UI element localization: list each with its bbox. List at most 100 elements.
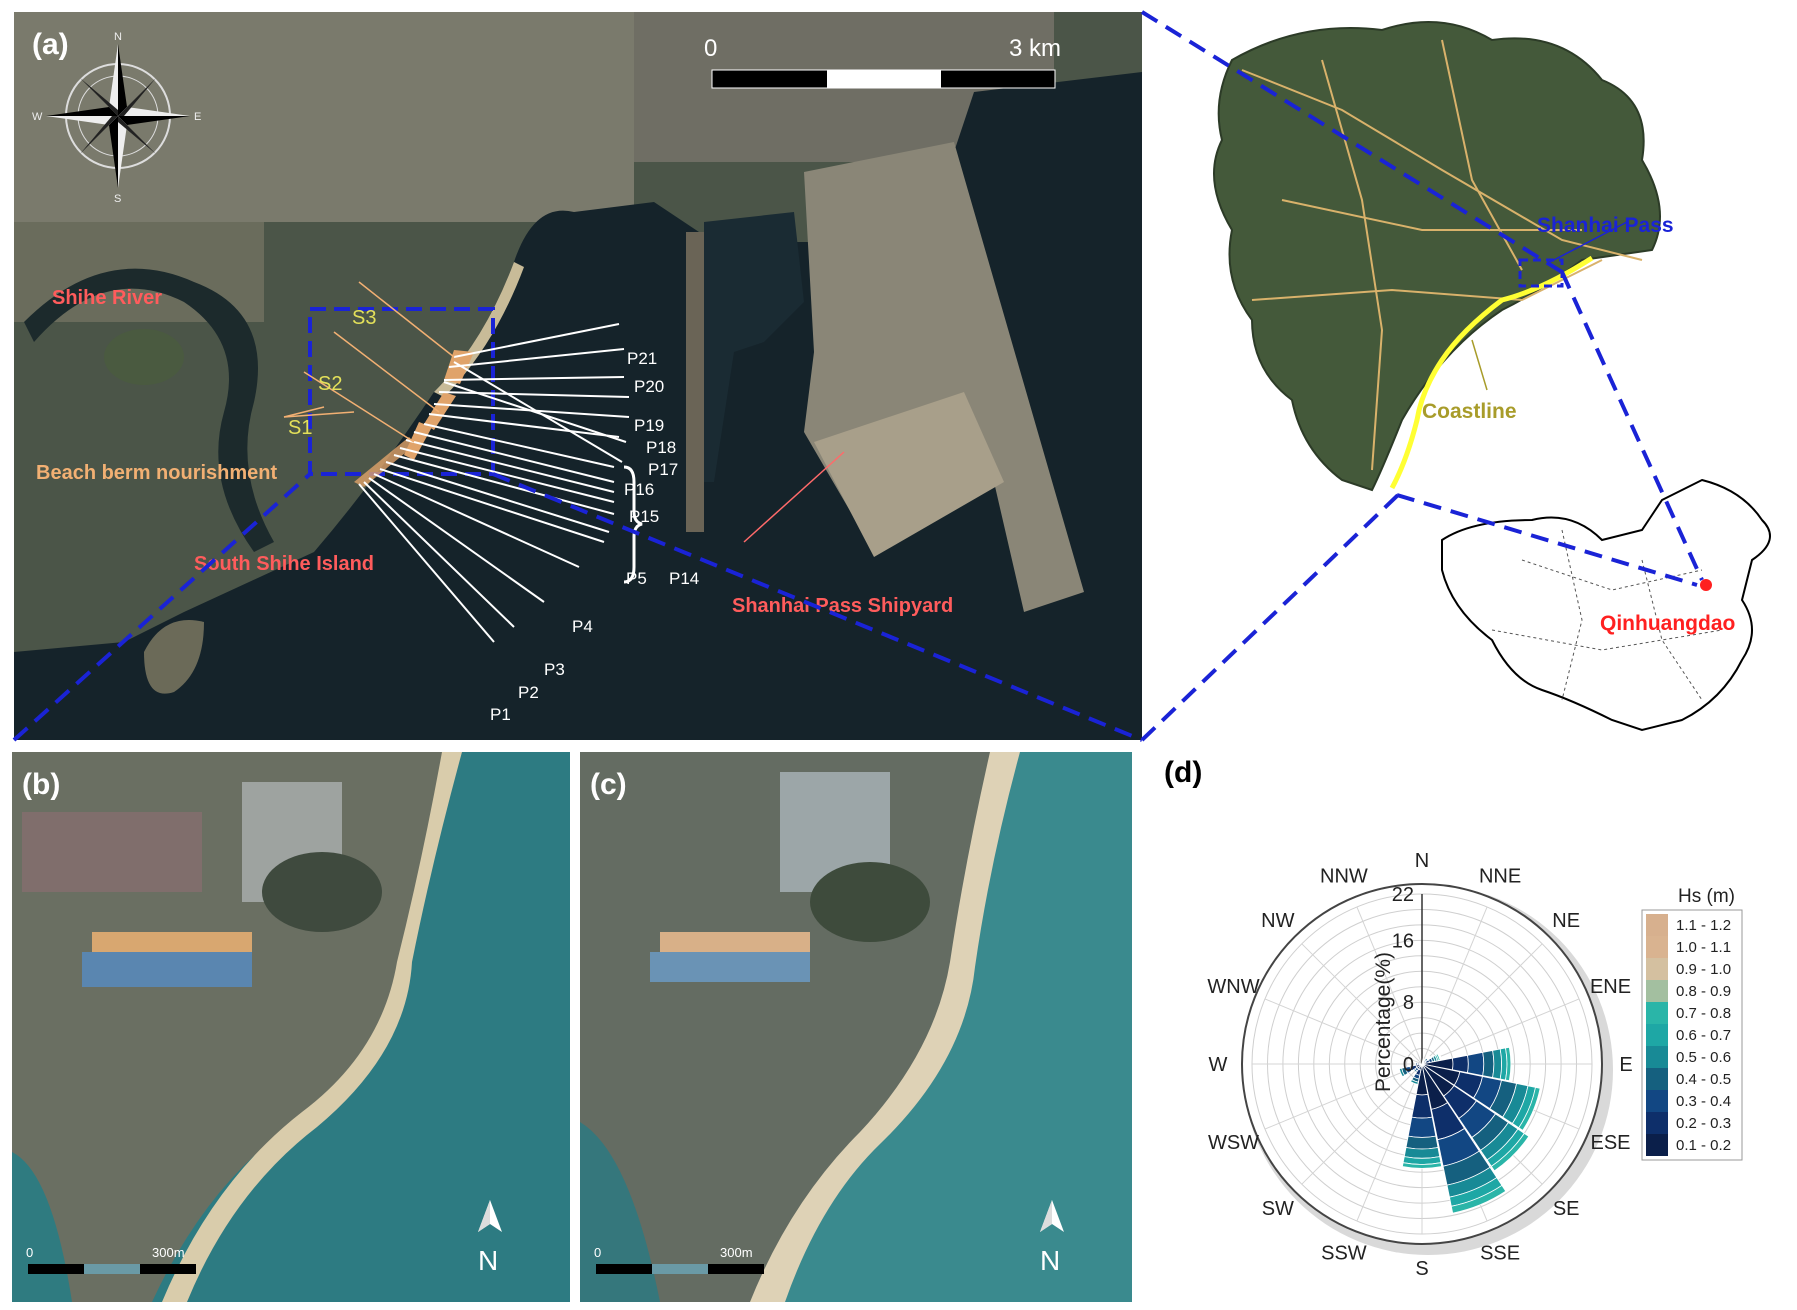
rose-bar-wsw-bin5 xyxy=(1398,1067,1406,1078)
rose-spoke xyxy=(1421,943,1543,1065)
profile-label-p15: P15 xyxy=(629,507,659,526)
rose-bar-ese-bin7 xyxy=(1518,1086,1541,1131)
sea-c xyxy=(750,752,1132,1302)
direction-label-ese: ESE xyxy=(1590,1132,1630,1154)
profile-lines xyxy=(358,323,630,643)
north-label-b: N xyxy=(478,1245,498,1276)
label-qinhuangdao: Qinhuangdao xyxy=(1600,612,1735,635)
direction-label-se: SE xyxy=(1553,1198,1580,1220)
compass-e: E xyxy=(194,111,201,123)
label-shihe-river: Shihe River xyxy=(52,287,162,309)
north-arrow-c: N xyxy=(1040,1200,1064,1276)
legend-swatch xyxy=(1646,1090,1668,1112)
rose-legend: Hs (m) 1.1 - 1.21.0 - 1.10.9 - 1.00.8 - … xyxy=(1641,886,1743,1161)
legend-label: 0.2 - 0.3 xyxy=(1676,1115,1731,1132)
scale-start-label: 0 xyxy=(704,35,717,62)
qinhuangdao-dot xyxy=(1700,579,1712,591)
legend-label: 0.5 - 0.6 xyxy=(1676,1049,1731,1066)
roof-orange-c xyxy=(660,932,810,952)
region-map xyxy=(1213,21,1661,492)
beach-c xyxy=(750,752,1020,1302)
legend-label: 0.3 - 0.4 xyxy=(1676,1093,1731,1110)
rose-bars xyxy=(1398,1046,1541,1214)
compass-n: N xyxy=(114,31,122,43)
rose-bar-se-bin7 xyxy=(1490,1132,1530,1172)
profile-label-p2: P2 xyxy=(518,683,539,702)
radial-tick-0: 0 xyxy=(1403,1054,1414,1076)
direction-label-s: S xyxy=(1415,1258,1428,1280)
site-pointer-lines xyxy=(283,281,455,443)
rose-radial-label: Percentage(%) xyxy=(1372,952,1395,1092)
panel-c-label: (c) xyxy=(590,768,627,801)
river-islet xyxy=(104,329,184,385)
label-south-shihe-island: South Shihe Island xyxy=(194,553,374,575)
panel-b-aerial-photo: 0 300m N (b) xyxy=(12,752,570,1302)
rose-bar-s-bin5 xyxy=(1403,1147,1441,1159)
profile-label-p1: P1 xyxy=(490,705,511,724)
channel-c xyxy=(580,1122,660,1302)
legend-label: 1.0 - 1.1 xyxy=(1676,939,1731,956)
building-block-b xyxy=(22,812,202,892)
profile-label-p19: P19 xyxy=(634,416,664,435)
beach-b xyxy=(162,752,462,1302)
legend-label: 0.7 - 0.8 xyxy=(1676,1005,1731,1022)
study-area-box xyxy=(308,307,495,476)
direction-label-nnw: NNW xyxy=(1320,866,1368,888)
rose-spoke xyxy=(1356,906,1423,1065)
legend-title: Hs (m) xyxy=(1678,886,1735,907)
legend-swatch xyxy=(1646,914,1668,936)
legend-swatch xyxy=(1646,980,1668,1002)
radial-tick-8: 8 xyxy=(1403,992,1414,1014)
direction-label-sw: SW xyxy=(1262,1198,1294,1220)
rose-bar-e-bin3 xyxy=(1467,1051,1485,1077)
label-shipyard: Shanhai Pass Shipyard xyxy=(732,595,953,617)
woodland-c xyxy=(810,862,930,942)
radial-tick-22: 22 xyxy=(1392,884,1414,906)
nourishment-patch-s3 xyxy=(444,350,474,384)
scale-b-start: 0 xyxy=(26,1245,33,1260)
label-coastline: Coastline xyxy=(1422,400,1517,423)
profile-label-p4: P4 xyxy=(572,617,593,636)
radial-tick-16: 16 xyxy=(1392,930,1414,952)
profile-label-p17: P17 xyxy=(648,460,678,479)
roof-blue-c xyxy=(650,952,810,982)
legend-swatch xyxy=(1646,1046,1668,1068)
profile-label-p3: P3 xyxy=(544,660,565,679)
coastline-highlight xyxy=(1389,255,1594,490)
legend-swatch xyxy=(1646,1068,1668,1090)
panel-a-label: (a) xyxy=(32,28,69,61)
panel-a-satellite-map: 0 3 km N E S W Shihe River South Shihe xyxy=(14,12,1142,740)
beach-strip xyxy=(434,262,524,397)
direction-label-w: W xyxy=(1209,1054,1228,1076)
rose-tick-labels: 0 8 16 22 xyxy=(1392,884,1414,1076)
label-site-s2: S2 xyxy=(318,373,342,395)
legend-label: 1.1 - 1.2 xyxy=(1676,917,1731,934)
rose-bar-s-bin3 xyxy=(1407,1116,1437,1138)
label-shanhai-pass: Shanhai Pass xyxy=(1537,214,1674,237)
scale-c-start: 0 xyxy=(594,1245,601,1260)
rose-bar-s-bin4 xyxy=(1405,1135,1439,1150)
rose-bar-nne-bin6 xyxy=(1422,1058,1426,1061)
woodland-b xyxy=(262,852,382,932)
pier xyxy=(686,232,704,532)
rose-bar-sse-bin7 xyxy=(1450,1184,1507,1214)
rose-spoke xyxy=(1264,1063,1423,1130)
scale-c-end: 300m xyxy=(720,1245,753,1260)
rose-bar-ssw-bin5 xyxy=(1409,1078,1419,1085)
compass-w: W xyxy=(32,111,43,123)
rose-grid xyxy=(1251,893,1593,1235)
direction-label-e: E xyxy=(1619,1054,1632,1076)
rose-spoke xyxy=(1356,1063,1423,1222)
main-connectors xyxy=(12,10,1564,742)
south-shihe-island-tip xyxy=(144,620,204,694)
rose-bar-ne-bin10 xyxy=(1427,1054,1432,1059)
legend-swatch xyxy=(1646,1134,1668,1156)
direction-label-sse: SSE xyxy=(1480,1243,1520,1265)
nourishment-strip xyxy=(354,437,416,487)
scale-b-end: 300m xyxy=(152,1245,185,1260)
direction-label-wsw: WSW xyxy=(1208,1132,1259,1154)
north-arrow-b: N xyxy=(478,1200,502,1276)
rose-spoke xyxy=(1421,906,1488,1065)
